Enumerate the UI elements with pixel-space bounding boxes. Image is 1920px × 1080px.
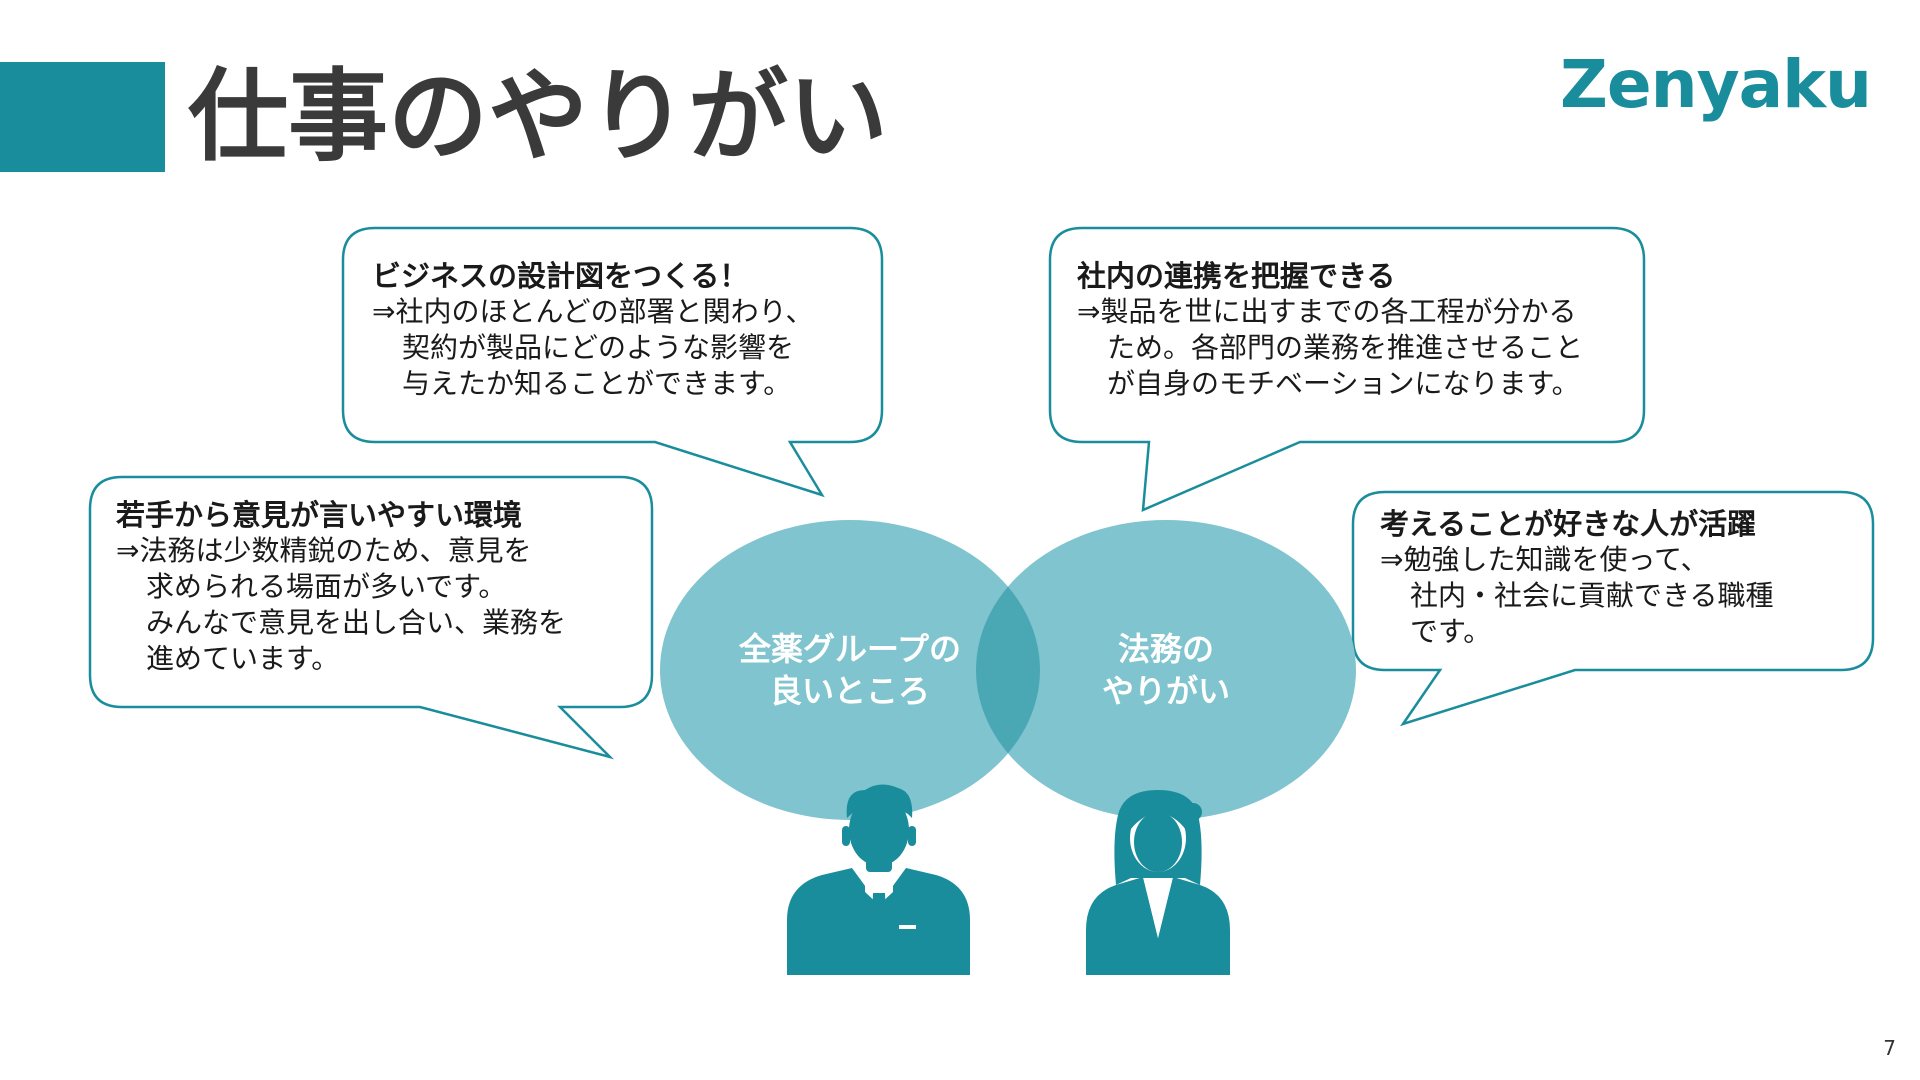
- circle-label-line: 法務の: [1117, 630, 1214, 668]
- bubble-heading: 社内の連携を把握できる: [1077, 259, 1396, 293]
- bubble-line: ⇒勉強した知識を使って、: [1380, 543, 1709, 576]
- bubble-line: ため。各部門の業務を推進させること: [1107, 331, 1584, 364]
- company-logo: Zenyaku: [1560, 46, 1872, 123]
- circle-label-legal: 法務の やりがい: [1016, 628, 1316, 712]
- bubble-line: 社内・社会に貢献できる職種: [1410, 579, 1774, 612]
- bubble-thinkers-thrive: 考えることが好きな人が活躍 ⇒勉強した知識を使って、 社内・社会に貢献できる職種…: [1380, 506, 1773, 650]
- bubble-line: ⇒製品を世に出すまでの各工程が分かる: [1077, 295, 1577, 328]
- circle-label-company: 全薬グループの 良いところ: [700, 628, 1000, 712]
- venn-circle-right: [976, 520, 1356, 820]
- title-accent-bar: [0, 62, 165, 172]
- bubble-line: 進めています。: [146, 642, 340, 675]
- bubble-line: 求められる場面が多いです。: [146, 570, 507, 603]
- bubble-heading: ビジネスの設計図をつくる！: [372, 259, 749, 293]
- bubble-line: です。: [1410, 615, 1492, 648]
- bubble-line: みんなで意見を出し合い、業務を: [146, 606, 567, 639]
- bubble-line: ⇒法務は少数精鋭のため、意見を: [116, 534, 532, 567]
- page-number: 7: [1883, 1036, 1896, 1060]
- circle-label-line: 全薬グループの: [738, 630, 962, 668]
- bubble-heading: 考えることが好きな人が活躍: [1380, 507, 1757, 541]
- bubble-right-shape: [1351, 490, 1875, 727]
- bubble-line: が自身のモチベーションになります。: [1107, 367, 1580, 400]
- bubble-business-blueprint: ビジネスの設計図をつくる！ ⇒社内のほとんどの部署と関わり、 契約が製品にどのよ…: [372, 258, 814, 402]
- circle-label-line: 良いところ: [769, 672, 930, 710]
- bubble-line: 与えたか知ることができます。: [402, 367, 792, 400]
- bubble-top-right-shape: [1048, 226, 1646, 512]
- bubble-line: ⇒社内のほとんどの部署と関わり、: [372, 295, 814, 328]
- businesswoman-icon: [1086, 790, 1230, 975]
- bubble-top-left-shape: [341, 226, 884, 498]
- bubble-line: 契約が製品にどのような影響を: [402, 331, 795, 364]
- venn-circle-left: [660, 520, 1040, 820]
- businessman-icon: [787, 784, 970, 975]
- bubble-open-environment: 若手から意見が言いやすい環境 ⇒法務は少数精鋭のため、意見を 求められる場面が多…: [116, 497, 566, 677]
- page-title: 仕事のやりがい: [188, 58, 888, 175]
- bubble-left-shape: [88, 475, 654, 760]
- bubble-internal-coordination: 社内の連携を把握できる ⇒製品を世に出すまでの各工程が分かる ため。各部門の業務…: [1077, 258, 1583, 402]
- circle-label-line: やりがい: [1101, 672, 1230, 710]
- bubble-heading: 若手から意見が言いやすい環境: [116, 498, 523, 532]
